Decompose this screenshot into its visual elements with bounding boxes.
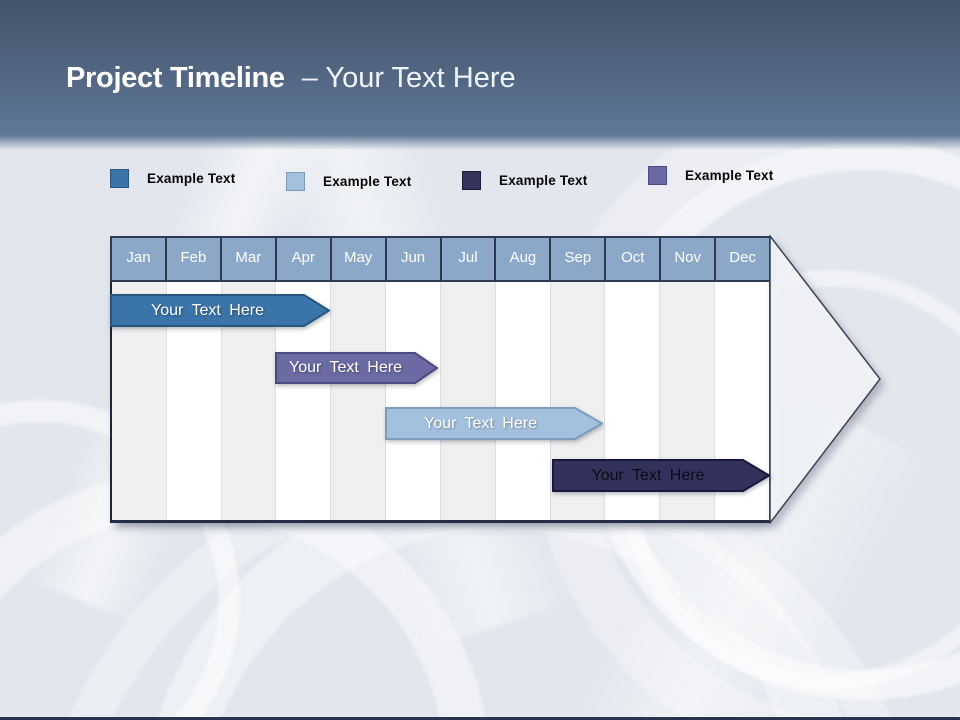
slide-header — [0, 0, 960, 150]
bar-arrow-shape-2 — [275, 352, 438, 384]
timeline-month-header: Jan Feb Mar Apr May Jun Jul Aug Sep Oct … — [110, 236, 771, 282]
bar-arrow-shape-3 — [385, 407, 603, 440]
month-cell-aug[interactable]: Aug — [496, 238, 550, 280]
timeline-column — [331, 282, 387, 520]
month-cell-dec[interactable]: Dec — [716, 238, 770, 280]
arrowhead-shape — [769, 235, 881, 524]
month-cell-feb[interactable]: Feb — [166, 238, 220, 280]
slide-title-light: – Your Text Here — [301, 62, 516, 94]
slide-title[interactable]: Project Timeline – Your Text Here — [66, 62, 516, 95]
timeline-bar-2[interactable]: Your Text Here — [275, 352, 438, 384]
legend-swatch-3[interactable] — [462, 171, 481, 190]
legend-label-3[interactable]: Example Text — [499, 173, 588, 188]
bar-arrow-shape-4 — [552, 459, 770, 492]
legend-label-4[interactable]: Example Text — [685, 168, 774, 183]
legend-item-4[interactable]: Example Text — [648, 166, 773, 185]
month-cell-may[interactable]: May — [331, 238, 385, 280]
bar-label-4[interactable]: Your Text Here — [591, 467, 705, 484]
legend-label-2[interactable]: Example Text — [323, 174, 412, 189]
month-cell-oct[interactable]: Oct — [606, 238, 660, 280]
month-cell-apr[interactable]: Apr — [276, 238, 330, 280]
bar-label-3[interactable]: Your Text Here — [424, 415, 537, 432]
legend-swatch-2[interactable] — [286, 172, 305, 191]
legend-swatch-4[interactable] — [648, 166, 667, 185]
legend-item-1[interactable]: Example Text — [110, 169, 235, 188]
timeline-column — [386, 282, 441, 520]
timeline-bar-3[interactable]: Your Text Here — [385, 407, 603, 440]
legend-item-2[interactable]: Example Text — [286, 172, 411, 191]
timeline-arrowhead[interactable] — [769, 235, 883, 524]
legend-label-1[interactable]: Example Text — [147, 171, 236, 186]
month-cell-mar[interactable]: Mar — [221, 238, 275, 280]
month-cell-nov[interactable]: Nov — [661, 238, 715, 280]
timeline-bar-4[interactable]: Your Text Here — [552, 459, 770, 492]
legend-item-3[interactable]: Example Text — [462, 171, 587, 190]
bar-arrow-shape-1 — [110, 294, 330, 327]
timeline-bar-1[interactable]: Your Text Here — [110, 294, 330, 327]
timeline-column — [495, 282, 551, 520]
timeline-column — [440, 282, 496, 520]
bottom-edge-bar — [0, 717, 960, 720]
month-cell-jun[interactable]: Jun — [386, 238, 440, 280]
month-cell-sep[interactable]: Sep — [551, 238, 605, 280]
month-cell-jul[interactable]: Jul — [441, 238, 495, 280]
slide-title-bold: Project Timeline — [66, 62, 285, 94]
legend-swatch-1[interactable] — [110, 169, 129, 188]
bar-label-2[interactable]: Your Text Here — [289, 359, 402, 376]
bar-label-1[interactable]: Your Text Here — [151, 302, 264, 319]
month-cell-jan[interactable]: Jan — [112, 238, 165, 280]
